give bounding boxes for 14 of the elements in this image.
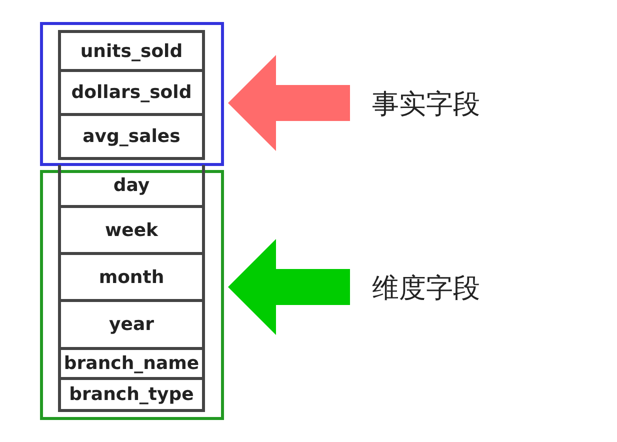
- field-type-label: 事实字段: [372, 86, 502, 120]
- field-cell: avg_sales: [58, 116, 205, 160]
- field-type-label: 维度字段: [372, 270, 502, 304]
- field-cell: day: [58, 165, 205, 208]
- field-cell: units_sold: [58, 30, 205, 72]
- block-arrow: [228, 55, 350, 151]
- block-arrow: [228, 239, 350, 335]
- field-cell: branch_type: [58, 380, 205, 412]
- field-cell: branch_name: [58, 350, 205, 380]
- group-frame: [40, 22, 224, 166]
- field-cell: dollars_sold: [58, 72, 205, 116]
- field-cell: week: [58, 208, 205, 255]
- field-cell: year: [58, 302, 205, 350]
- field-cell: month: [58, 255, 205, 302]
